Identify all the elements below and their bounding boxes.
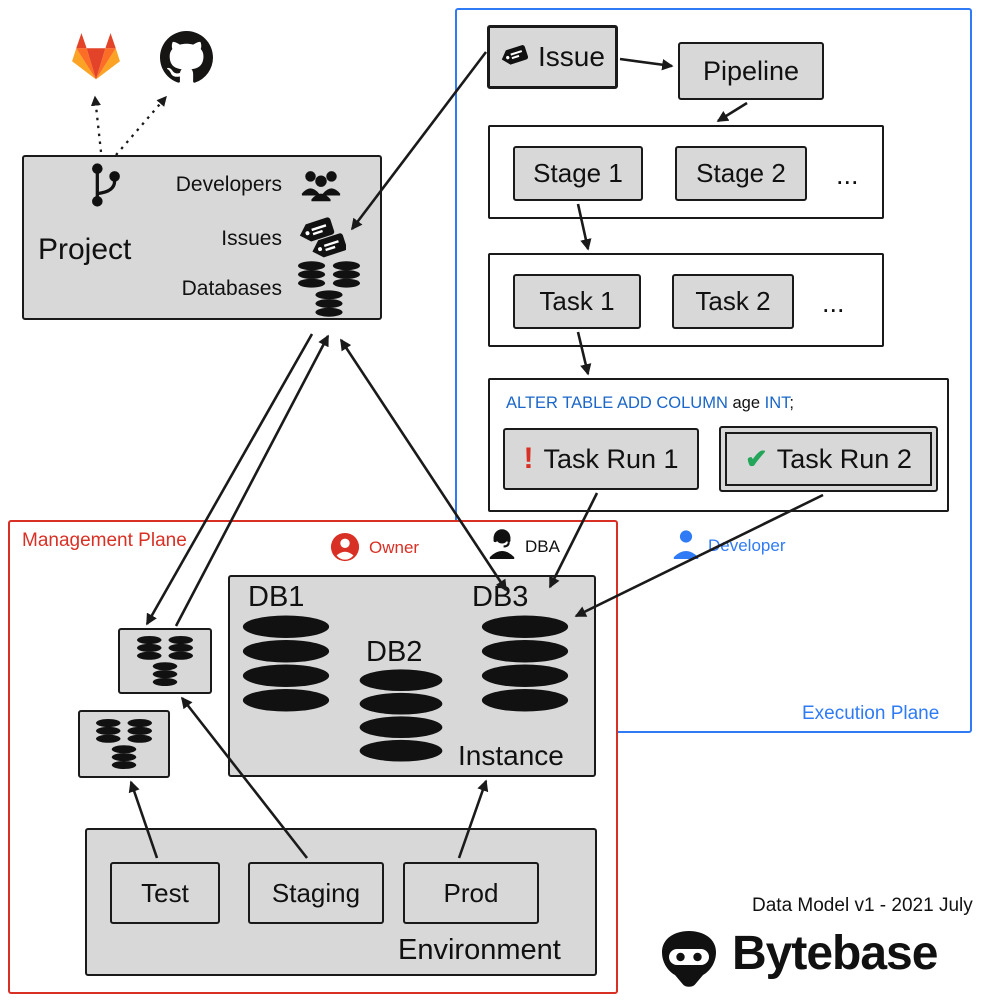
db-cylinder-icon	[357, 668, 445, 762]
test-label: Test	[141, 877, 189, 908]
github-icon	[160, 31, 213, 84]
database-cluster-icon	[89, 716, 159, 772]
stage-1-label: Stage 1	[533, 158, 623, 188]
prod-label: Prod	[443, 877, 499, 908]
sql-statement: ALTER TABLE ADD COLUMN age INT;	[506, 394, 794, 413]
dba-icon	[487, 527, 517, 561]
sql-keyword: ALTER TABLE ADD COLUMN	[506, 394, 733, 412]
error-exclamation-badge: !	[523, 442, 534, 475]
sql-argument: age	[732, 394, 765, 412]
developer-label: Developer	[708, 536, 786, 555]
project-row-developers: Developers	[175, 173, 282, 196]
bytebase-logo	[658, 930, 720, 988]
environment-prod-box: Prod	[403, 862, 539, 924]
task-box: Task 2	[672, 274, 794, 329]
environment-staging-box: Staging	[248, 862, 384, 924]
owner-icon	[330, 532, 360, 562]
taskrun-2-label: Task Run 2	[776, 443, 912, 474]
stage-box: Stage 1	[513, 146, 643, 201]
management-plane-label: Management Plane	[22, 530, 187, 551]
arrow-git-to-gitlab	[90, 95, 103, 153]
task-box: Task 1	[513, 274, 641, 329]
gitlab-icon	[70, 30, 122, 82]
database-group-box-2	[78, 710, 170, 778]
stage-2-label: Stage 2	[696, 158, 786, 188]
sql-terminator: ;	[789, 394, 794, 412]
taskrun-1-label: Task Run 1	[543, 443, 679, 474]
tasks-ellipsis: ...	[822, 288, 845, 318]
brand-wordmark: Bytebase	[732, 927, 938, 980]
developer-icon	[671, 527, 701, 561]
stage-box: Stage 2	[675, 146, 807, 201]
dba-label: DBA	[525, 537, 560, 556]
pipeline-label: Pipeline	[702, 55, 800, 86]
success-check-badge: ✔	[745, 443, 768, 474]
pipeline-box: Pipeline	[678, 42, 824, 100]
project-row-issues: Issues	[221, 227, 282, 250]
git-branch-icon	[84, 161, 126, 209]
arrow-git-to-github	[115, 95, 167, 156]
db-cylinder-icon	[479, 614, 571, 712]
db2-label: DB2	[366, 636, 423, 668]
team-icon	[300, 168, 342, 202]
taskrun-1-box: ! Task Run 1	[503, 428, 699, 490]
issue-box: Issue	[487, 25, 618, 89]
instance-label: Instance	[458, 740, 564, 771]
task-2-label: Task 2	[695, 286, 771, 316]
taskrun-2-box: ✔ Task Run 2	[719, 426, 938, 492]
staging-label: Staging	[271, 877, 361, 908]
db3-label: DB3	[472, 581, 529, 613]
project-title: Project	[38, 233, 132, 266]
sql-keyword: INT	[764, 394, 790, 412]
stages-ellipsis: ...	[836, 160, 859, 190]
database-cluster-icon	[130, 633, 200, 689]
tag-icon	[500, 43, 530, 71]
database-group-box-1	[118, 628, 212, 694]
issue-label: Issue	[538, 41, 605, 72]
version-label: Data Model v1 - 2021 July	[752, 895, 973, 916]
environment-label: Environment	[398, 934, 561, 966]
environment-test-box: Test	[110, 862, 220, 924]
tags-icon	[298, 217, 346, 261]
task-1-label: Task 1	[539, 286, 615, 316]
execution-plane-label: Execution Plane	[802, 703, 940, 724]
database-cluster-icon	[292, 258, 366, 320]
owner-label: Owner	[369, 538, 420, 557]
db-cylinder-icon	[240, 614, 332, 712]
project-row-databases: Databases	[181, 277, 282, 300]
db1-label: DB1	[248, 581, 305, 613]
